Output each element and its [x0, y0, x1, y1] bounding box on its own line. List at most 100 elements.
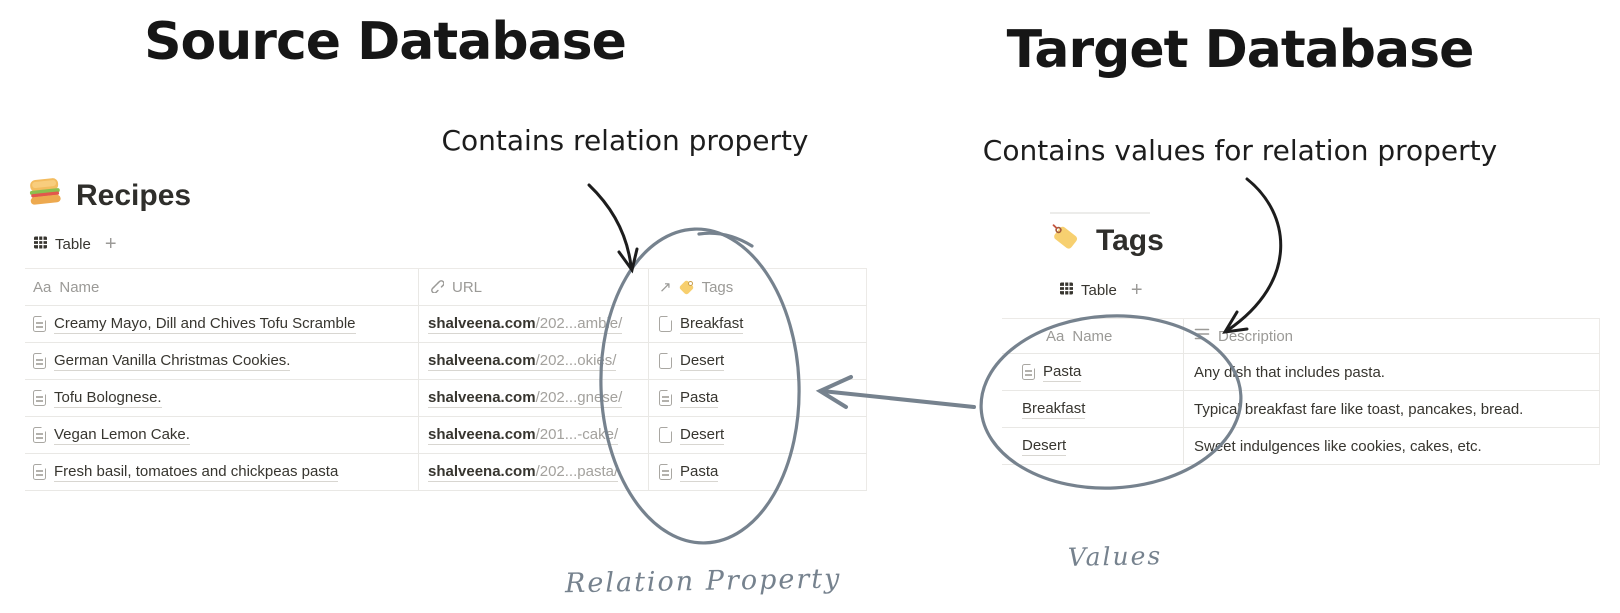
recipe-name-link[interactable]: Fresh basil, tomatoes and chickpeas past…: [54, 462, 339, 482]
tags-db-name: Tags: [1096, 223, 1164, 257]
tag-description-cell[interactable]: Any dish that includes pasta.: [1183, 354, 1600, 390]
target-table-view-tab[interactable]: Table: [1059, 281, 1117, 300]
tag-name-cell[interactable]: Pasta: [1002, 354, 1183, 390]
relation-property-circle-overlap: [697, 231, 754, 248]
recipe-url-link[interactable]: shalveena.com/202...okies/: [428, 351, 617, 371]
recipe-row: Creamy Mayo, Dill and Chives Tofu Scramb…: [25, 306, 867, 343]
recipe-url-cell[interactable]: shalveena.com/202...amble/: [418, 306, 648, 342]
tag-row: Breakfast Typical breakfast fare like to…: [1002, 391, 1600, 428]
relation-arrow-icon: ↗: [659, 278, 672, 296]
recipe-name-cell[interactable]: Fresh basil, tomatoes and chickpeas past…: [25, 454, 418, 490]
name-column-label: Name: [59, 278, 100, 296]
recipe-url-cell[interactable]: shalveena.com/202...gnese/: [418, 380, 648, 416]
page-icon: [33, 352, 47, 369]
tag-name-cell[interactable]: Breakfast: [1002, 391, 1183, 427]
recipe-name-link[interactable]: Creamy Mayo, Dill and Chives Tofu Scramb…: [54, 314, 356, 334]
recipe-tag-cell[interactable]: Desert: [648, 343, 867, 379]
recipes-table: Aa Name URL ↗ Tags Creamy Mayo, Dill and…: [25, 268, 867, 491]
recipe-url-cell[interactable]: shalveena.com/201...-cake/: [418, 417, 648, 453]
source-database-title: Source Database: [144, 12, 627, 72]
page-icon: [659, 352, 673, 369]
tags-table: Aa Name Description Pasta Any dish that …: [1002, 318, 1600, 465]
table-view-icon: [33, 235, 48, 254]
table-view-icon: [1059, 281, 1074, 300]
description-icon: [1194, 327, 1210, 345]
tag-icon: [1048, 220, 1084, 261]
recipe-row: Tofu Bolognese. shalveena.com/202...gnes…: [25, 380, 867, 417]
sandwich-icon: [26, 176, 64, 215]
recipe-tag-cell[interactable]: Breakfast: [648, 306, 867, 342]
tags-db-header: Tags: [1048, 220, 1164, 261]
tag-description-cell[interactable]: Typical breakfast fare like toast, panca…: [1183, 391, 1600, 427]
target-database-title: Target Database: [1006, 20, 1475, 80]
recipe-row: German Vanilla Christmas Cookies. shalve…: [25, 343, 867, 380]
recipe-name-cell[interactable]: Vegan Lemon Cake.: [25, 417, 418, 453]
target-annotation-text: Contains values for relation property: [982, 134, 1498, 167]
tag-relation-link[interactable]: Breakfast: [680, 314, 744, 334]
tag-row: Desert Sweet indulgences like cookies, c…: [1002, 428, 1600, 465]
page-icon: [659, 389, 673, 406]
target-annotation-arrow: [1222, 177, 1283, 334]
tag-name-link[interactable]: Pasta: [1043, 362, 1082, 382]
recipe-name-link[interactable]: German Vanilla Christmas Cookies.: [54, 351, 291, 371]
recipe-url-cell[interactable]: shalveena.com/202...okies/: [418, 343, 648, 379]
recipe-name-cell[interactable]: Creamy Mayo, Dill and Chives Tofu Scramb…: [25, 306, 418, 342]
recipes-db-header: Recipes: [26, 176, 191, 215]
values-label: Values: [1067, 541, 1163, 572]
tag-name-link[interactable]: Desert: [1022, 436, 1067, 456]
recipe-row: Vegan Lemon Cake. shalveena.com/201...-c…: [25, 417, 867, 454]
source-add-view-button[interactable]: +: [104, 233, 117, 255]
url-column-header[interactable]: URL: [418, 269, 648, 305]
target-add-view-button[interactable]: +: [1130, 279, 1143, 301]
page-icon: [659, 426, 673, 443]
relation-property-label: Relation Property: [564, 563, 842, 600]
name-column-label: Name: [1072, 327, 1113, 345]
target-view-toolbar: Table +: [1059, 280, 1143, 300]
recipe-tag-cell[interactable]: Pasta: [648, 380, 867, 416]
tags-column-label: Tags: [701, 278, 734, 296]
recipe-name-cell[interactable]: German Vanilla Christmas Cookies.: [25, 343, 418, 379]
tag-relation-link[interactable]: Pasta: [680, 388, 719, 408]
tag-relation-link[interactable]: Desert: [680, 351, 725, 371]
url-column-label: URL: [452, 278, 483, 296]
name-column-header[interactable]: Aa Name: [1002, 319, 1183, 353]
recipe-row: Fresh basil, tomatoes and chickpeas past…: [25, 454, 867, 491]
recipe-url-link[interactable]: shalveena.com/202...pasta/: [428, 462, 619, 482]
text-type-icon: Aa: [33, 278, 52, 296]
recipe-url-cell[interactable]: shalveena.com/202...pasta/: [418, 454, 648, 490]
target-view-label: Table: [1081, 281, 1117, 299]
source-table-view-tab[interactable]: Table: [33, 235, 91, 254]
tag-name-link[interactable]: Breakfast: [1022, 399, 1086, 419]
recipe-url-link[interactable]: shalveena.com/202...amble/: [428, 314, 623, 334]
description-column-header[interactable]: Description: [1183, 319, 1600, 353]
recipe-name-link[interactable]: Tofu Bolognese.: [54, 388, 162, 408]
page-icon: [659, 315, 673, 332]
tag-name-cell[interactable]: Desert: [1002, 428, 1183, 464]
tags-table-header: Aa Name Description: [1002, 318, 1600, 354]
tag-description-cell[interactable]: Sweet indulgences like cookies, cakes, e…: [1183, 428, 1600, 464]
source-view-label: Table: [55, 235, 91, 253]
tag-relation-link[interactable]: Desert: [680, 425, 725, 445]
description-column-label: Description: [1218, 327, 1294, 345]
name-column-header[interactable]: Aa Name: [25, 269, 418, 305]
link-icon: [428, 277, 445, 297]
recipe-name-cell[interactable]: Tofu Bolognese.: [25, 380, 418, 416]
recipe-url-link[interactable]: shalveena.com/202...gnese/: [428, 388, 623, 408]
source-annotation-arrow: [587, 183, 639, 274]
tag-icon: [680, 280, 694, 294]
source-annotation-text: Contains relation property: [441, 124, 809, 157]
recipe-tag-cell[interactable]: Desert: [648, 417, 867, 453]
text-type-icon: Aa: [1046, 327, 1065, 345]
tag-relation-link[interactable]: Pasta: [680, 462, 719, 482]
recipes-table-header: Aa Name URL ↗ Tags: [25, 268, 867, 306]
page-icon: [1022, 363, 1036, 380]
recipe-name-link[interactable]: Vegan Lemon Cake.: [54, 425, 190, 445]
tags-column-header[interactable]: ↗ Tags: [648, 269, 867, 305]
page-icon: [33, 389, 47, 406]
divider: [1050, 212, 1150, 214]
page-icon: [33, 315, 47, 332]
recipe-url-link[interactable]: shalveena.com/201...-cake/: [428, 425, 619, 445]
page-icon: [33, 463, 47, 480]
recipe-tag-cell[interactable]: Pasta: [648, 454, 867, 490]
